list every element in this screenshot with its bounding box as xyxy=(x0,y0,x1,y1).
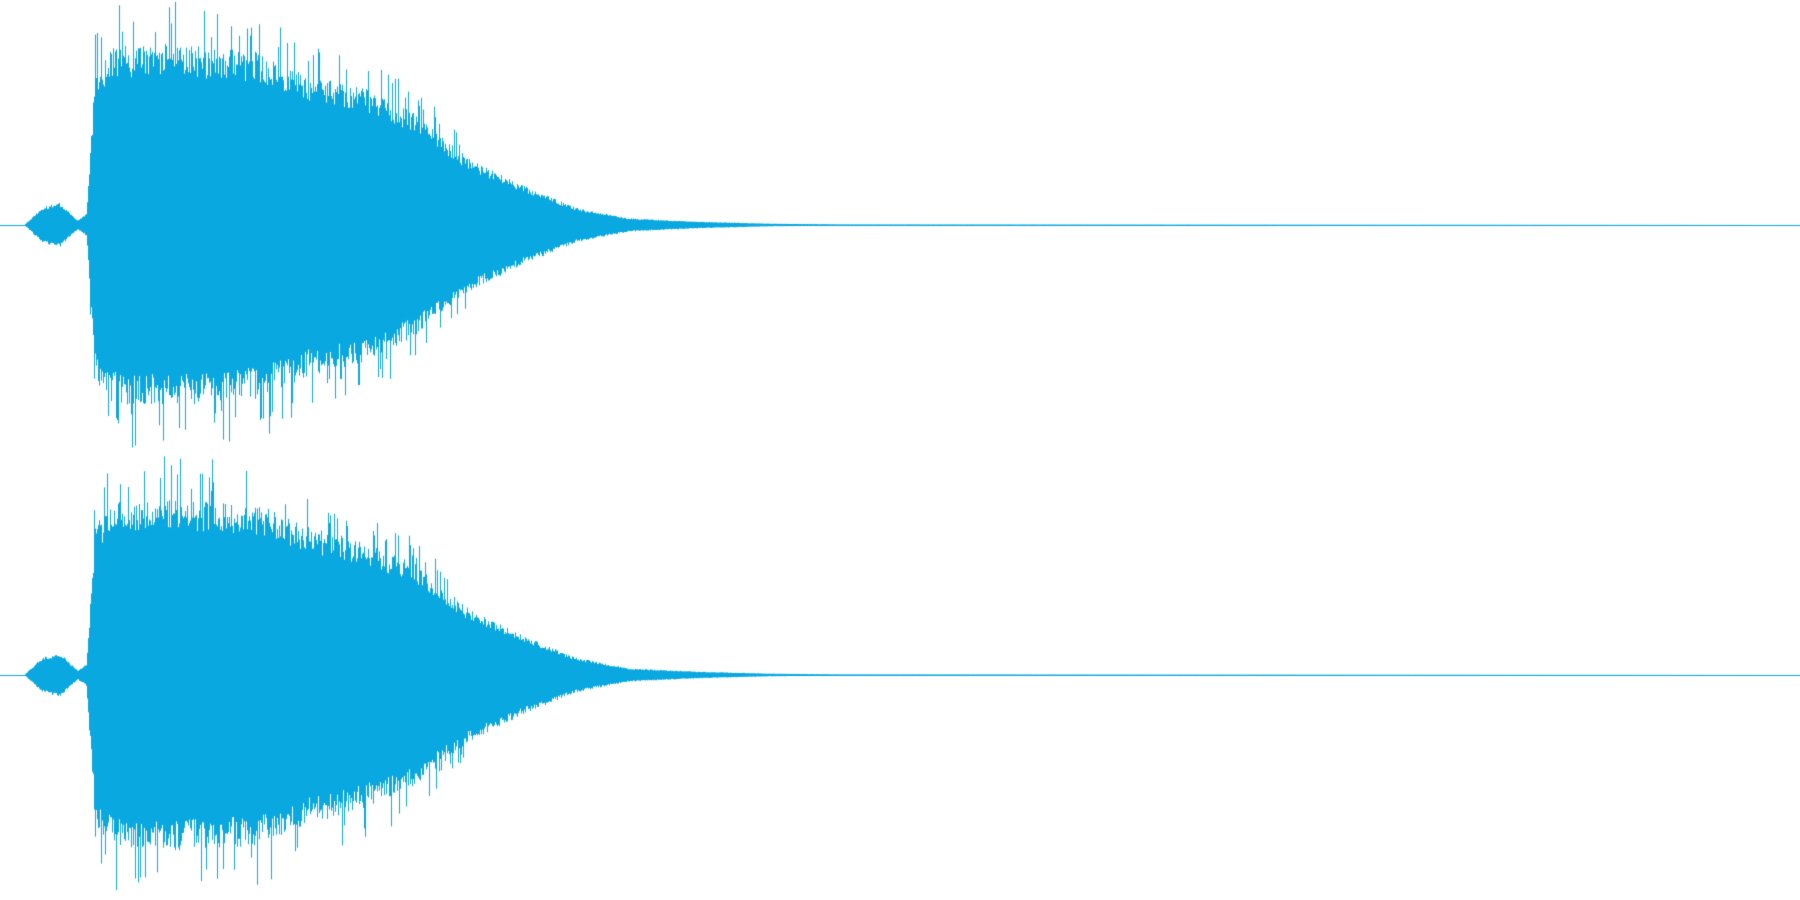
audio-waveform xyxy=(0,0,1800,900)
